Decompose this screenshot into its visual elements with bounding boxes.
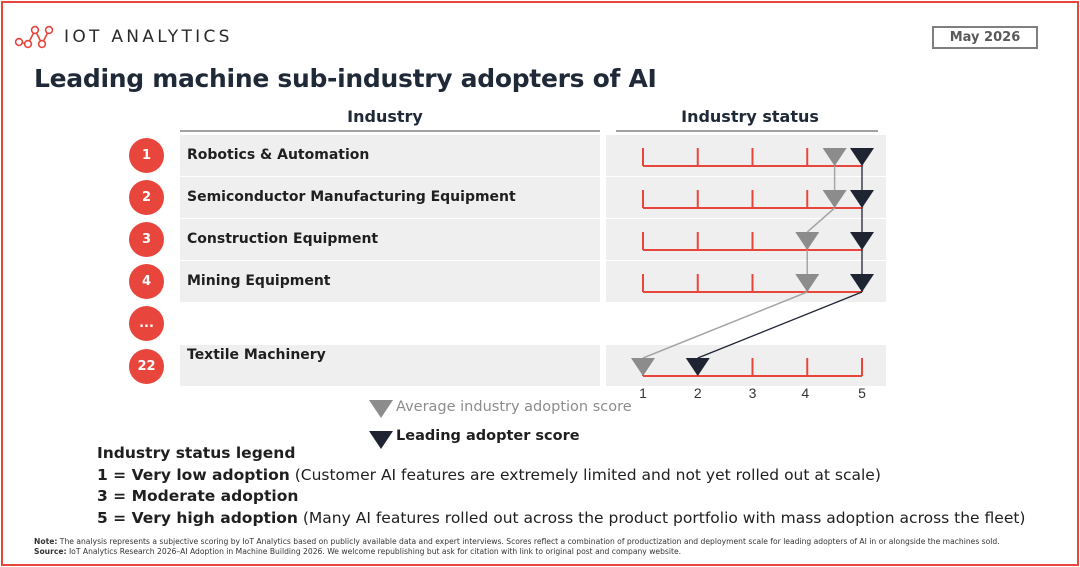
status-legend-item: 3 = Moderate adoption — [97, 487, 299, 505]
industry-row-background — [180, 219, 600, 260]
industry-label: Construction Equipment — [187, 231, 379, 247]
status-row-background — [606, 261, 886, 302]
logo: IOT ANALYTICS — [14, 22, 233, 52]
leading-connector — [697, 291, 863, 359]
rank-badge: ... — [129, 306, 164, 341]
leading-score-marker — [685, 358, 710, 376]
tick-label: 4 — [801, 385, 809, 401]
leading-score-marker — [850, 274, 874, 292]
average-score-marker — [822, 148, 847, 166]
industry-row-background — [180, 177, 600, 218]
status-row-background — [606, 345, 886, 386]
leading-score-marker — [850, 232, 874, 250]
average-connector — [806, 207, 836, 233]
column-header-status: Industry status — [681, 107, 819, 126]
average-score-marker — [822, 190, 847, 208]
rank-badge: 4 — [129, 264, 164, 299]
status-row-background — [606, 219, 886, 260]
leading-score-marker — [850, 148, 874, 166]
status-legend-item: 5 = Very high adoption (Many AI features… — [97, 508, 1026, 527]
average-score-marker — [795, 232, 820, 250]
rank-badge: 3 — [129, 222, 164, 257]
industry-row-background — [180, 345, 600, 386]
date-badge: May 2026 — [932, 26, 1038, 49]
industry-label: Textile Machinery — [187, 347, 326, 363]
average-connector — [642, 291, 808, 359]
average-score-marker — [795, 274, 820, 292]
status-legend: Industry status legend 1 = Very low adop… — [97, 443, 1025, 529]
tick-label: 1 — [639, 385, 647, 401]
status-legend-item: 1 = Very low adoption (Customer AI featu… — [97, 465, 881, 484]
legend-leading-marker — [369, 431, 393, 449]
industry-label: Mining Equipment — [187, 273, 331, 289]
tick-label: 2 — [694, 385, 702, 401]
industry-row-background — [180, 261, 600, 302]
network-logo-icon — [14, 25, 54, 49]
legend-leading-label: Leading adopter score — [396, 428, 580, 444]
logo-text: IOT ANALYTICS — [64, 27, 233, 47]
status-legend-heading: Industry status legend — [97, 444, 296, 462]
legend-average-label: Average industry adoption score — [396, 399, 632, 415]
footnote-note: Note: The analysis represents a subjecti… — [34, 537, 1000, 546]
rank-badge: 2 — [129, 180, 164, 215]
industry-label: Semiconductor Manufacturing Equipment — [187, 189, 516, 205]
footnote: Note: The analysis represents a subjecti… — [34, 537, 1000, 557]
legend-average-marker — [369, 400, 393, 418]
column-header-industry: Industry — [347, 107, 423, 126]
footnote-source: Source: IoT Analytics Research 2026–AI A… — [34, 547, 682, 556]
industry-row-background — [180, 135, 600, 176]
tick-label: 5 — [858, 385, 866, 401]
average-score-marker — [631, 358, 655, 376]
page-title: Leading machine sub-industry adopters of… — [34, 64, 657, 93]
rank-badge: 22 — [129, 349, 164, 384]
rank-badge: 1 — [129, 138, 164, 173]
tick-label: 3 — [749, 385, 757, 401]
leading-score-marker — [850, 190, 874, 208]
industry-label: Robotics & Automation — [187, 147, 370, 163]
